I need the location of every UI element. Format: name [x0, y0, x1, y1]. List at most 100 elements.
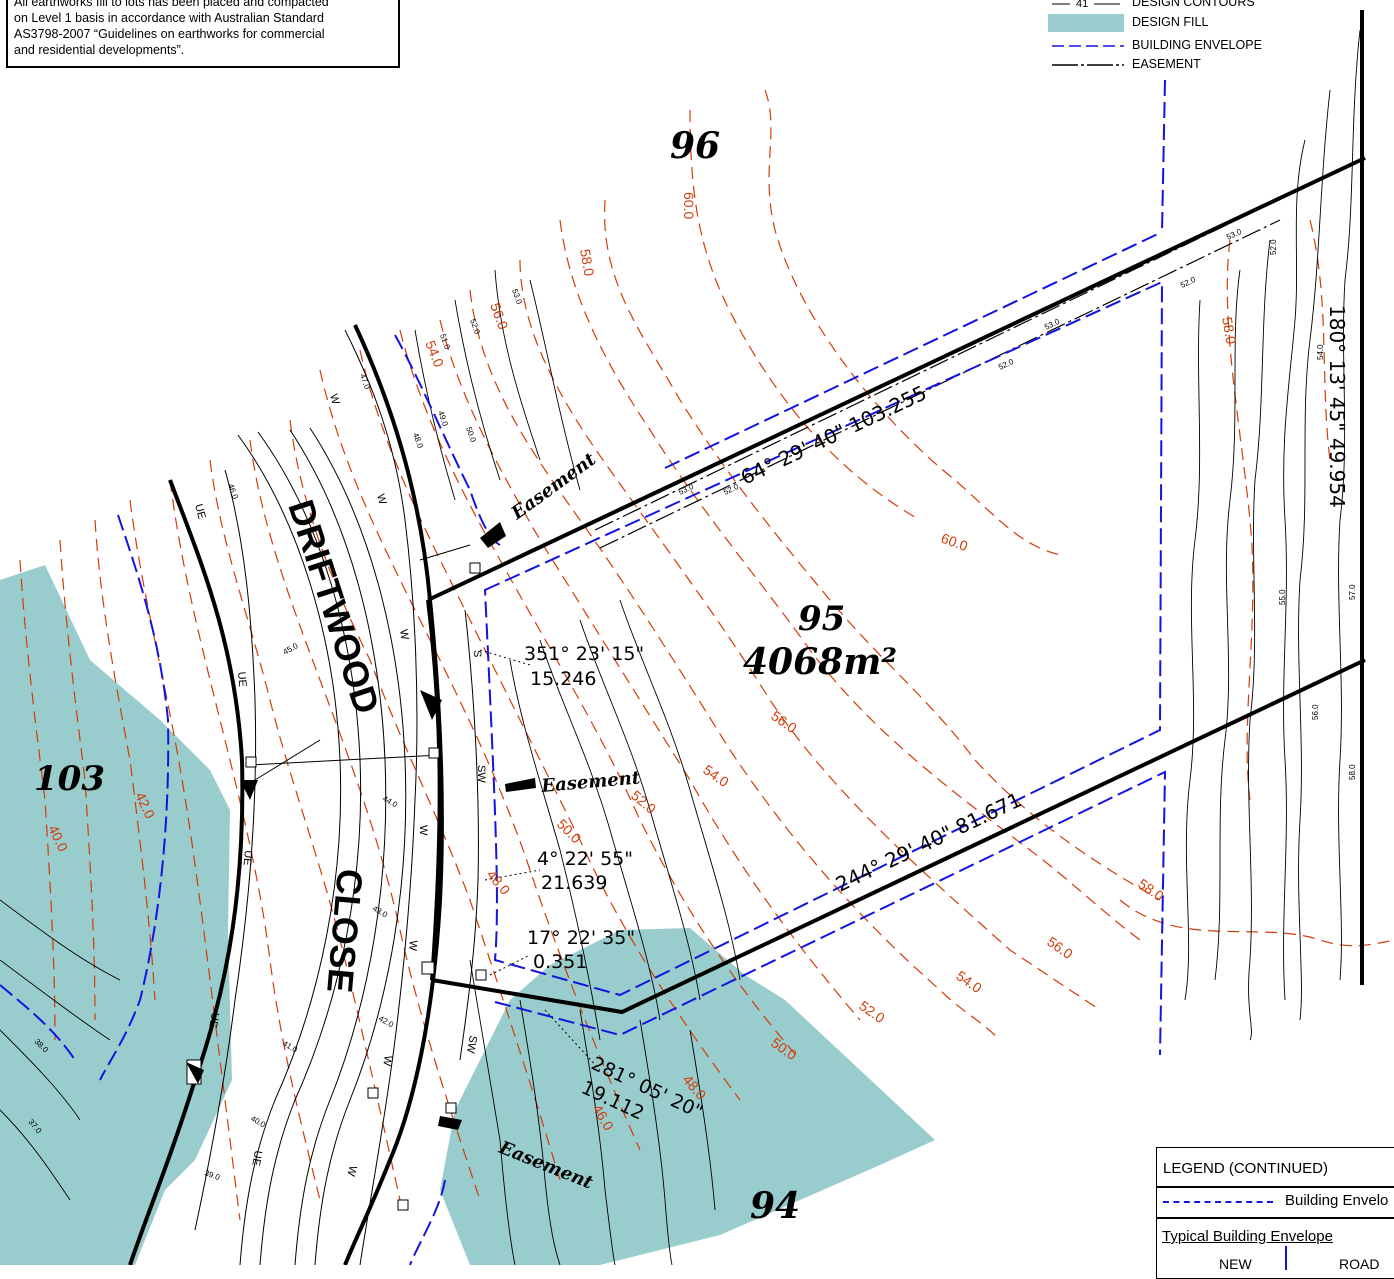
- contour-label-small: 48.0: [411, 432, 425, 450]
- contour-label-small: 56.0: [1311, 704, 1320, 720]
- lot-number-95: 95: [798, 599, 845, 639]
- legend-label-fill: DESIGN FILL: [1132, 15, 1209, 29]
- legend-row-building-envelope: BUILDING ENVELOPE: [1046, 37, 1296, 55]
- water-label: W: [374, 493, 388, 507]
- arrow-down-icon: [1285, 1246, 1287, 1270]
- lot-number-96: 96: [670, 125, 720, 167]
- easement-label-middle: Easement: [540, 767, 642, 797]
- contour-label-small: 50.0: [464, 426, 478, 444]
- contour-label-58-right: 58.0: [1219, 316, 1240, 346]
- bearing-front-1: 351° 23' 15": [524, 643, 644, 665]
- contour-label-small: 41.0: [281, 1039, 299, 1055]
- blue-dashed-line-icon: [1052, 45, 1124, 47]
- contour-label-56-mid: 56.0: [768, 707, 800, 736]
- contour-label-56-top: 56.0: [487, 301, 511, 332]
- lot-area-95: 4068m²: [743, 641, 897, 683]
- bearing-east-boundary: 180° 13' 45" 49.954: [1325, 305, 1349, 508]
- contour-label-small: 52.0: [1179, 275, 1197, 290]
- legend-divider: [1157, 1186, 1394, 1188]
- contour-label-small: 52.0: [722, 482, 740, 497]
- contour-label-60-top: 60.0: [681, 192, 697, 219]
- sw-label: SW: [464, 1034, 479, 1054]
- contour-label-small: 44.0: [381, 794, 399, 810]
- contour-label-small: 57.0: [1348, 584, 1357, 600]
- water-label: W: [406, 940, 419, 952]
- legend-label-easement: EASEMENT: [1132, 57, 1201, 71]
- legend-road-label: ROAD: [1339, 1256, 1380, 1272]
- road-name-line-1: DRIFTWOOD: [280, 495, 388, 719]
- blue-dashed-line-icon: [1163, 1201, 1273, 1203]
- note-line: on Level 1 basis in accordance with Aust…: [14, 11, 324, 25]
- legend-top: 41 DESIGN CONTOURS DESIGN FILL BUILDING …: [1046, 0, 1296, 78]
- legend-continued-title: LEGEND (CONTINUED): [1163, 1160, 1329, 1177]
- contour-label-small: 42.0: [377, 1014, 395, 1030]
- legend-row-building-envelope: Building Envelo: [1157, 1187, 1394, 1217]
- water-label: W: [327, 393, 341, 407]
- dash-dot-line-icon: [1052, 64, 1124, 66]
- road-name-line-2: CLOSE: [319, 867, 371, 994]
- contour-label-small: 52.0: [468, 318, 482, 336]
- lot-number-94: 94: [750, 1185, 800, 1227]
- design-fill-areas: [0, 565, 935, 1265]
- water-label: W: [344, 1164, 358, 1178]
- contour-label-small: 43.0: [371, 904, 389, 920]
- legend-new-label: NEW: [1219, 1256, 1252, 1272]
- contour-label-small: 58.0: [1348, 764, 1357, 780]
- water-label: W: [417, 825, 429, 836]
- legend-divider: [1157, 1217, 1394, 1219]
- legend-row-design-fill: DESIGN FILL: [1046, 14, 1296, 32]
- fill-area-lot-103: [0, 565, 232, 1265]
- ue-label: UE: [206, 1011, 220, 1028]
- fill-swatch-icon: [1048, 14, 1124, 32]
- water-label: W: [380, 1054, 394, 1067]
- contour-label-60-mid: 60.0: [939, 530, 970, 554]
- lot-numbers: 96 95 4068m² 103 94: [34, 125, 897, 1227]
- contour-label-54-low: 54.0: [953, 967, 985, 996]
- distance-front-3: 0.351: [533, 951, 587, 973]
- road-name: DRIFTWOOD CLOSE: [280, 495, 388, 995]
- ue-label: UE: [192, 503, 208, 521]
- distance-front-2: 21.639: [541, 872, 607, 894]
- road-edges: [237, 427, 407, 1265]
- contour-label-54-mid: 54.0: [700, 761, 732, 790]
- note-line: and residential developments”.: [14, 43, 185, 57]
- ue-label: UE: [249, 1149, 263, 1166]
- contour-label-48-mid: 48.0: [484, 867, 514, 898]
- contour-label-52-mid: 52.0: [628, 787, 659, 817]
- earthworks-note: All earthworks fill to lots has been pla…: [6, 0, 400, 68]
- legend-continued: LEGEND (CONTINUED) Building Envelo Typic…: [1156, 1147, 1394, 1279]
- contour-label-small: 53.0: [1225, 227, 1243, 242]
- leader-lines: [479, 649, 601, 1071]
- legend-row-design-contours: 41 DESIGN CONTOURS: [1046, 0, 1296, 12]
- arrow-symbols: [186, 522, 536, 1130]
- legend-label-envelope: BUILDING ENVELOPE: [1132, 38, 1262, 52]
- note-line: AS3798-2007 “Guidelines on earthworks fo…: [14, 27, 325, 41]
- lot-95-boundary: [426, 10, 1366, 1015]
- easement-lines: [594, 199, 1281, 549]
- ue-label: UE: [241, 850, 254, 866]
- note-line: All earthworks fill to lots has been pla…: [14, 0, 329, 9]
- contour-label-small: 55.0: [1278, 589, 1287, 605]
- contour-label-small: 52.0: [1269, 239, 1278, 255]
- lot-number-103: 103: [34, 759, 105, 799]
- contour-sample-label: 41: [1076, 0, 1088, 10]
- building-envelope: [0, 79, 1167, 1265]
- contour-label-52-low: 52.0: [856, 997, 888, 1026]
- contour-label-small: 54.0: [1316, 344, 1325, 360]
- contour-label-56-low: 56.0: [1044, 933, 1076, 962]
- service-lines: [194, 329, 479, 1265]
- distance-front-1: 15.246: [530, 668, 596, 690]
- ue-label: UE: [235, 671, 248, 687]
- design-contours-black: [0, 29, 1361, 1265]
- fill-area-lot-94: [440, 928, 935, 1265]
- legend-typical-envelope-label: Typical Building Envelope: [1162, 1228, 1333, 1245]
- legend-envelope-label: Building Envelo: [1285, 1192, 1389, 1209]
- legend-label-contours: DESIGN CONTOURS: [1132, 0, 1255, 9]
- bearing-front-2: 4° 22' 55": [537, 848, 633, 870]
- contour-label-small: 39.0: [203, 1168, 221, 1182]
- bearing-front-3: 17° 22' 35": [527, 927, 635, 949]
- contour-label-small: 46.0: [226, 483, 240, 501]
- contour-label-50-mid: 50.0: [554, 816, 585, 847]
- water-label: W: [397, 628, 411, 641]
